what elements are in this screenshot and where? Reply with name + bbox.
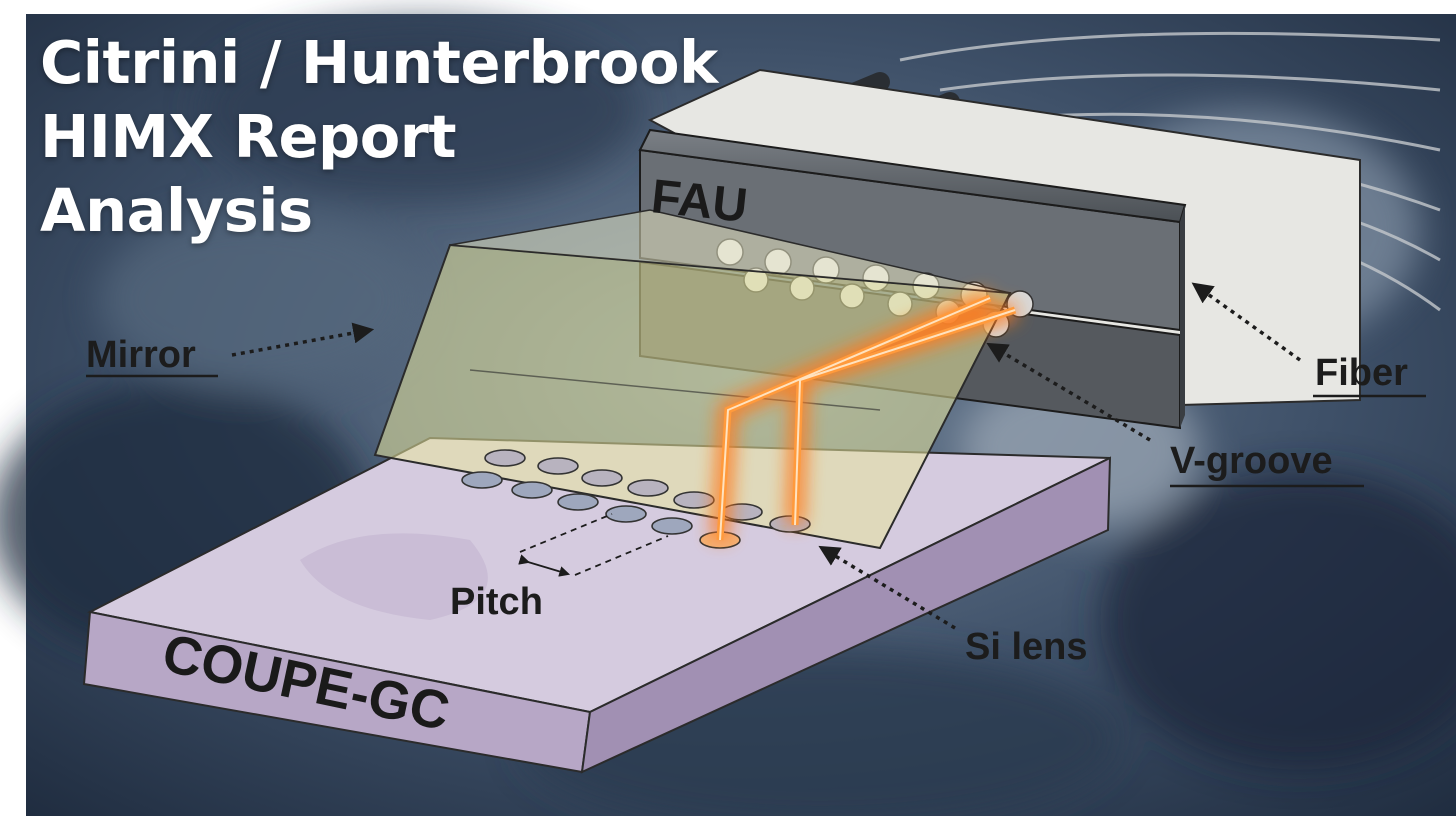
label-pitch: Pitch [450,581,543,623]
mirror-prism [373,209,1012,550]
si-lens-arrow [818,545,956,630]
title-line-2: HIMX Report [40,102,457,171]
fiber-arrow [1191,282,1302,362]
pitch-indicator [518,513,669,577]
si-lens-array [461,449,811,549]
label-fau: FAU [649,170,750,233]
label-si-lens: Si lens [965,626,1088,668]
v-groove-arrow [986,342,1151,442]
label-v-groove: V-groove [1170,440,1333,482]
optical-light-path [711,289,1018,541]
label-mirror: Mirror [86,334,196,376]
label-fiber: Fiber [1315,352,1408,394]
label-leader-arrows [231,282,1302,630]
title-line-1: Citrini / Hunterbrook [40,28,718,97]
page-title: Citrini / Hunterbrook HIMX Report Analys… [40,26,718,248]
title-line-3: Analysis [40,176,313,245]
